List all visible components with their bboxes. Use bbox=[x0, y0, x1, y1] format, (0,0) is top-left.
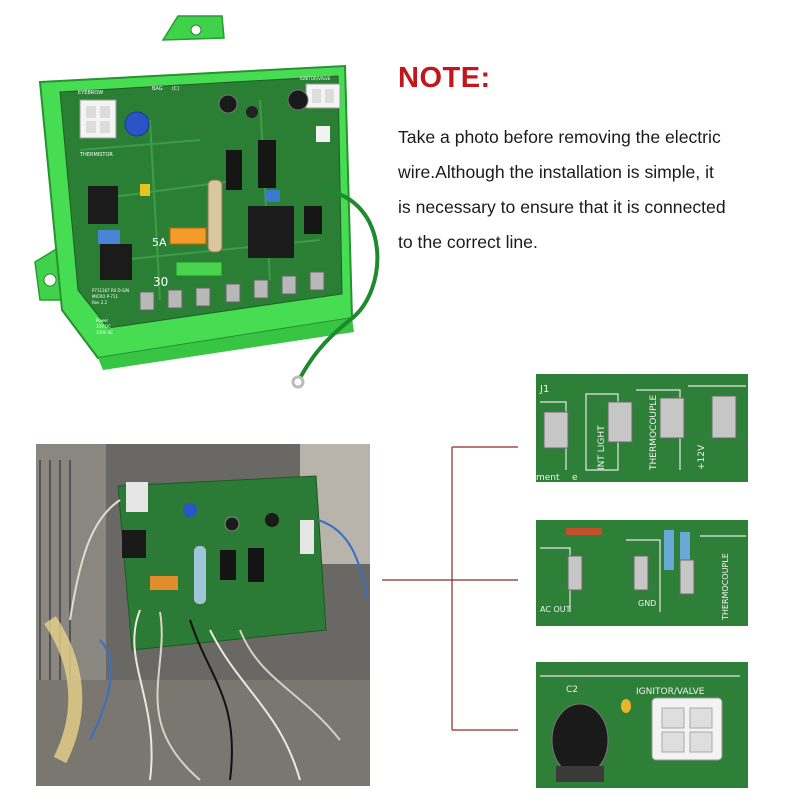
closeup-bottom-c2: C2 bbox=[566, 685, 578, 695]
board-label-c: (C) bbox=[172, 86, 179, 92]
board-label-ignitor: IGNITOR/VALVE bbox=[300, 76, 331, 81]
note-line: to the correct line. bbox=[398, 232, 538, 252]
board-label-model: P711367 R0 D-S/N bbox=[92, 288, 129, 293]
closeup-bottom: C2 IGNITOR/VALVE bbox=[536, 662, 748, 788]
closeup-top-ement: ment bbox=[536, 473, 560, 483]
closeup-middle-thermocouple: THERMOCOUPLE bbox=[721, 553, 730, 621]
board-label-rev: Rev 2.2 bbox=[92, 300, 108, 305]
note-title: NOTE: bbox=[398, 62, 491, 94]
board-label-fuse30: 30 bbox=[153, 275, 168, 289]
closeup-top: J1 INT LIGHT THERMOCOUPLE +12V ment e bbox=[536, 374, 748, 483]
closeup-middle: AC OUT GND THERMOCOUPLE bbox=[536, 520, 748, 626]
closeup-top-j1: J1 bbox=[539, 384, 549, 395]
board-label-power3: 120V AC bbox=[96, 330, 113, 335]
board-label-power: Power bbox=[96, 318, 108, 323]
closeup-middle-gnd: GND bbox=[638, 599, 656, 608]
closeup-top-e: e bbox=[572, 473, 578, 483]
closeup-bottom-ignitor: IGNITOR/VALVE bbox=[636, 687, 705, 697]
board-label-eyebrow: EYEBROW bbox=[78, 90, 103, 96]
connector-lines bbox=[382, 446, 518, 731]
board-label-thermistor: THERMISTOR bbox=[79, 152, 113, 158]
installed-photo bbox=[36, 444, 370, 786]
note-line: is necessary to ensure that it is connec… bbox=[398, 197, 726, 217]
closeup-middle-ac-out: AC OUT bbox=[540, 605, 571, 614]
control-board-product: EYEBROW BAG (C) IGNITOR/VALVE THERMISTOR… bbox=[34, 15, 380, 389]
note-line: wire.Although the installation is simple… bbox=[398, 162, 714, 182]
closeup-top-int-light: INT LIGHT bbox=[597, 425, 607, 470]
board-label-fuse5: 5A bbox=[152, 236, 167, 249]
note-body: Take a photo before removing the electri… bbox=[398, 120, 778, 260]
closeup-top-thermocouple: THERMOCOUPLE bbox=[649, 395, 659, 471]
board-label-bag: BAG bbox=[152, 86, 163, 92]
note-line: Take a photo before removing the electri… bbox=[398, 127, 721, 147]
board-label-model2: MICRO P-711 bbox=[92, 294, 118, 299]
closeup-top-12v: +12V bbox=[697, 444, 707, 470]
board-label-power2: 12V DC bbox=[96, 324, 111, 329]
